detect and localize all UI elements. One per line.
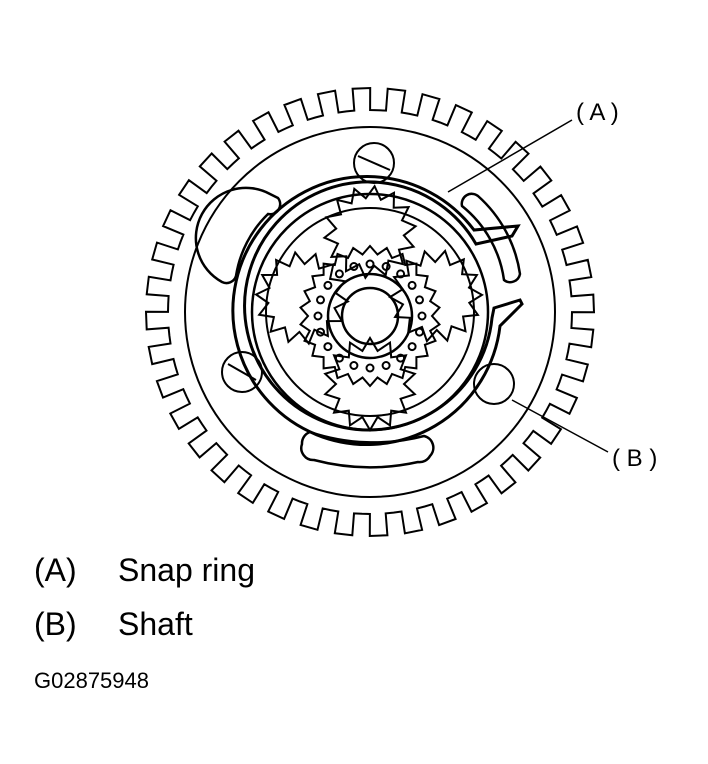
callout-label-b: ( B ) — [612, 445, 657, 472]
bolt-hole — [396, 353, 406, 363]
carrier-outer — [250, 192, 490, 432]
bolt-hole — [415, 295, 424, 305]
legend-text: Snap ring — [118, 552, 255, 588]
bolt-hole — [323, 342, 333, 352]
planet-gear-top — [322, 184, 418, 280]
bolt-hole — [349, 262, 359, 271]
legend-item-snap-ring: (A) Snap ring — [34, 552, 255, 588]
center-bore — [340, 286, 400, 346]
bolt-hole — [316, 295, 325, 305]
carrier-inner — [265, 207, 475, 417]
bolt-hole — [365, 259, 375, 269]
leader-line-b — [511, 399, 609, 453]
bolt-hole-ring — [313, 259, 427, 373]
bolt-hole — [316, 327, 325, 337]
planet-gear-left — [254, 250, 350, 346]
bolt-hole — [381, 361, 391, 370]
bolt-hole — [407, 342, 417, 352]
bolt-hole — [323, 280, 333, 290]
slot-right — [460, 192, 522, 284]
gear-assembly-diagram: ( A ) ( B ) — [144, 86, 657, 538]
outer-sprocket — [144, 86, 596, 538]
center-hub-outer — [326, 272, 414, 360]
figure-code: G02875948 — [34, 668, 149, 693]
shaft-right — [473, 363, 515, 405]
legend-text: Shaft — [118, 606, 193, 642]
legend-key: (B) — [34, 606, 77, 642]
sprocket-inner-ring — [184, 126, 556, 498]
bolt-hole — [313, 311, 323, 321]
legend-key: (A) — [34, 552, 77, 588]
bolt-hole — [334, 269, 344, 279]
sun-gear — [298, 244, 442, 388]
bolt-hole — [365, 363, 375, 373]
bolt-hole — [334, 353, 344, 363]
planet-gear-bottom — [323, 336, 417, 432]
bolt-hole — [417, 311, 427, 321]
bolt-hole — [415, 327, 424, 337]
legend-item-shaft: (B) Shaft — [34, 606, 193, 642]
slot-left — [194, 186, 282, 285]
leader-line-a — [447, 119, 573, 193]
bolt-hole — [349, 361, 359, 370]
bolt-hole — [396, 269, 406, 279]
callout-label-a: ( A ) — [576, 99, 619, 126]
bolt-hole — [407, 280, 417, 290]
snap-ring — [231, 175, 524, 446]
bolt-hole — [381, 262, 391, 271]
